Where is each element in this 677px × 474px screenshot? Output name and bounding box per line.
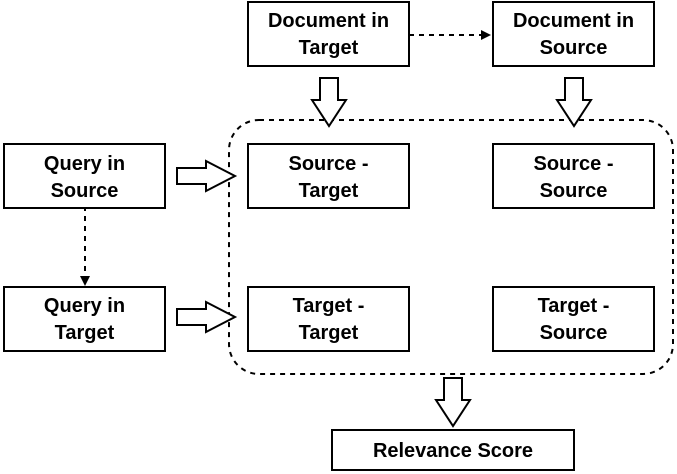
target-source-line1: Target - xyxy=(538,295,610,317)
target-target-line2: Target xyxy=(299,322,359,344)
target-target-box: Target - Target xyxy=(247,286,410,352)
document-in-source-box: Document in Source xyxy=(492,1,655,67)
source-target-line1: Source - xyxy=(288,153,368,175)
source-source-box: Source - Source xyxy=(492,143,655,209)
source-target-line2: Target xyxy=(299,180,359,202)
document-in-target-box: Document in Target xyxy=(247,1,410,67)
right-arrow-icon xyxy=(176,159,238,193)
source-target-box: Source - Target xyxy=(247,143,410,209)
query-in-target-box: Query in Target xyxy=(3,286,166,352)
query-in-target-line1: Query in xyxy=(44,295,125,317)
query-in-source-box: Query in Source xyxy=(3,143,166,209)
relevance-score-label: Relevance Score xyxy=(373,440,533,462)
combination-group-border xyxy=(228,119,674,375)
query-in-source-line1: Query in xyxy=(44,153,125,175)
target-source-box: Target - Source xyxy=(492,286,655,352)
document-in-target-line2: Target xyxy=(299,37,359,59)
document-in-source-line1: Document in xyxy=(513,10,634,32)
down-arrow-icon xyxy=(310,77,348,128)
query-in-target-line2: Target xyxy=(55,322,115,344)
target-source-line2: Source xyxy=(540,322,608,344)
down-arrow-icon xyxy=(434,377,472,428)
relevance-score-box: Relevance Score xyxy=(331,429,575,471)
query-in-source-line2: Source xyxy=(51,180,119,202)
document-in-source-line2: Source xyxy=(540,37,608,59)
target-target-line1: Target - xyxy=(293,295,365,317)
source-source-line2: Source xyxy=(540,180,608,202)
document-in-target-line1: Document in xyxy=(268,10,389,32)
right-arrow-icon xyxy=(176,300,238,334)
down-arrow-icon xyxy=(555,77,593,128)
source-source-line1: Source - xyxy=(533,153,613,175)
